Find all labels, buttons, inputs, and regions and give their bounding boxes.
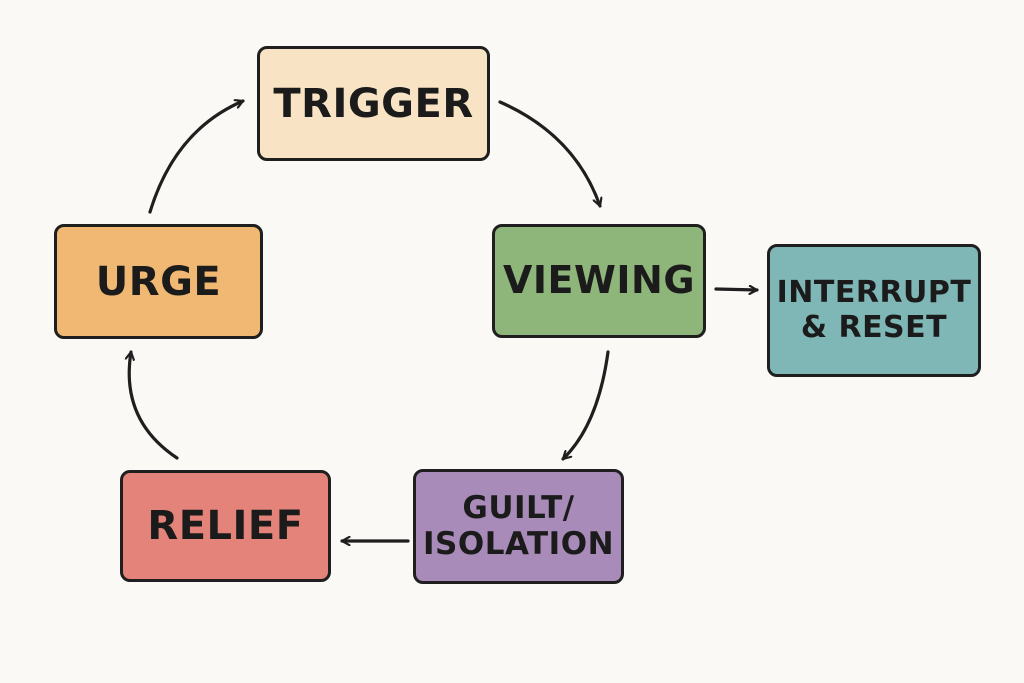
node-guilt-label-line2: ISOLATION [422,525,615,562]
node-interrupt-reset: INTERRUPT & RESET [767,244,981,377]
node-interrupt-label-line1: INTERRUPT [776,275,972,310]
node-urge-label: URGE [95,258,222,305]
node-guilt-isolation: GUILT/ ISOLATION [413,469,624,584]
node-viewing: VIEWING [492,224,706,338]
node-urge: URGE [54,224,263,339]
arrow-urge-to-trigger [148,101,245,214]
node-viewing-label: VIEWING [502,258,696,303]
arrow-trigger-to-viewing [498,100,600,208]
node-interrupt-label-line2: & RESET [800,309,948,345]
arrow-viewing-to-interrupt [714,289,759,290]
arrow-viewing-to-guilt [561,350,610,461]
node-guilt-label-line1: GUILT/ [462,489,575,526]
node-relief-label: RELIEF [147,503,304,549]
node-trigger-label: TRIGGER [273,80,474,127]
arrow-relief-to-urge [129,350,179,460]
node-relief: RELIEF [120,470,331,582]
node-trigger: TRIGGER [257,46,490,161]
